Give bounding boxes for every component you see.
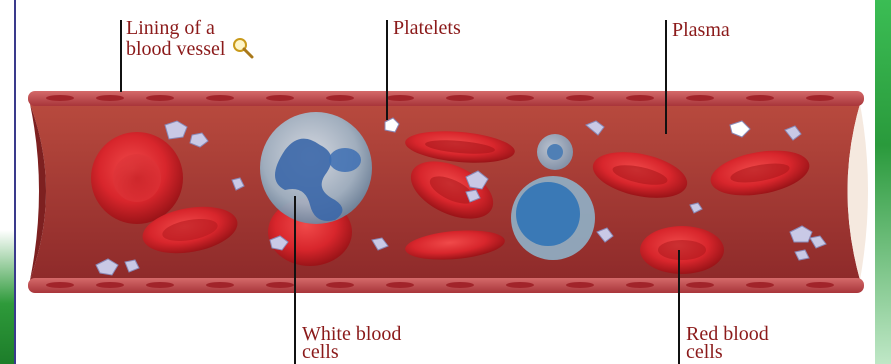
red-cells-leader-line [678,250,680,364]
white-blood-cell-small [537,134,573,170]
label-white-cells-line2: cells [302,342,339,362]
label-platelets: Platelets [393,18,461,38]
label-lining-text: blood vessel [126,38,225,60]
lining-leader-line [120,20,122,92]
white-blood-cell-neutrophil [260,112,372,224]
label-red-cells-line2: cells [686,342,723,362]
red-blood-cell [91,132,183,224]
platelets-leader-line [386,20,388,120]
red-blood-cell [640,226,724,274]
magnifier-icon[interactable] [232,37,254,59]
label-plasma: Plasma [672,20,730,40]
label-lining-line1: Lining of a [126,18,215,38]
plasma-leader-line [665,20,667,134]
white-cells-leader-line [294,196,296,364]
white-blood-cell-lymphocyte [511,176,595,260]
label-lining-line2: blood vessel [126,37,254,59]
